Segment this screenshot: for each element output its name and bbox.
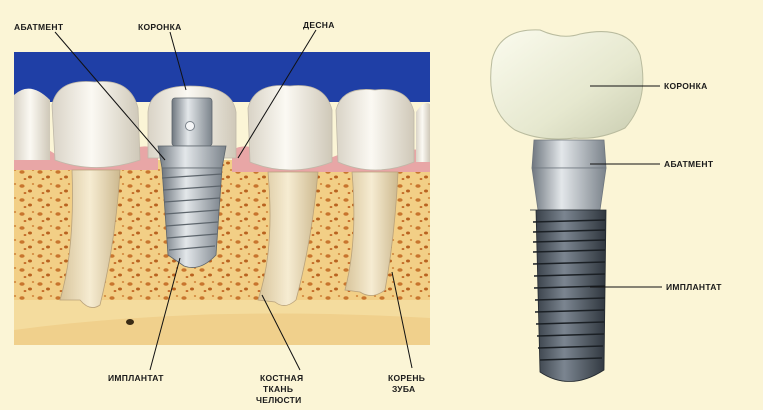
right-illustration: КОРОНКА АБАТМЕНТ ИМПЛАНТАТ: [491, 30, 723, 382]
label-abutment-right: АБАТМЕНТ: [664, 159, 714, 169]
left-illustration: АБАТМЕНТ КОРОНКА ДЕСНА ИМПЛАНТАТ КОСТНАЯ…: [14, 20, 430, 405]
label-bone-line1: КОСТНАЯ: [260, 373, 303, 383]
label-root-line1: КОРЕНЬ: [388, 373, 425, 383]
label-root-line2: ЗУБА: [392, 384, 415, 394]
label-implant-right: ИМПЛАНТАТ: [666, 282, 722, 292]
label-abutment: АБАТМЕНТ: [14, 22, 64, 32]
implant-screw: [162, 168, 222, 268]
label-crown-right: КОРОНКА: [664, 81, 708, 91]
label-bone-line3: ЧЕЛЮСТИ: [256, 395, 302, 405]
implant-model: [530, 210, 606, 382]
label-crown: КОРОНКА: [138, 22, 182, 32]
label-gum: ДЕСНА: [303, 20, 335, 30]
abutment-model: [532, 140, 606, 210]
label-bone-line2: ТКАНЬ: [263, 384, 293, 394]
label-implant: ИМПЛАНТАТ: [108, 373, 164, 383]
crown-model: [491, 30, 643, 139]
